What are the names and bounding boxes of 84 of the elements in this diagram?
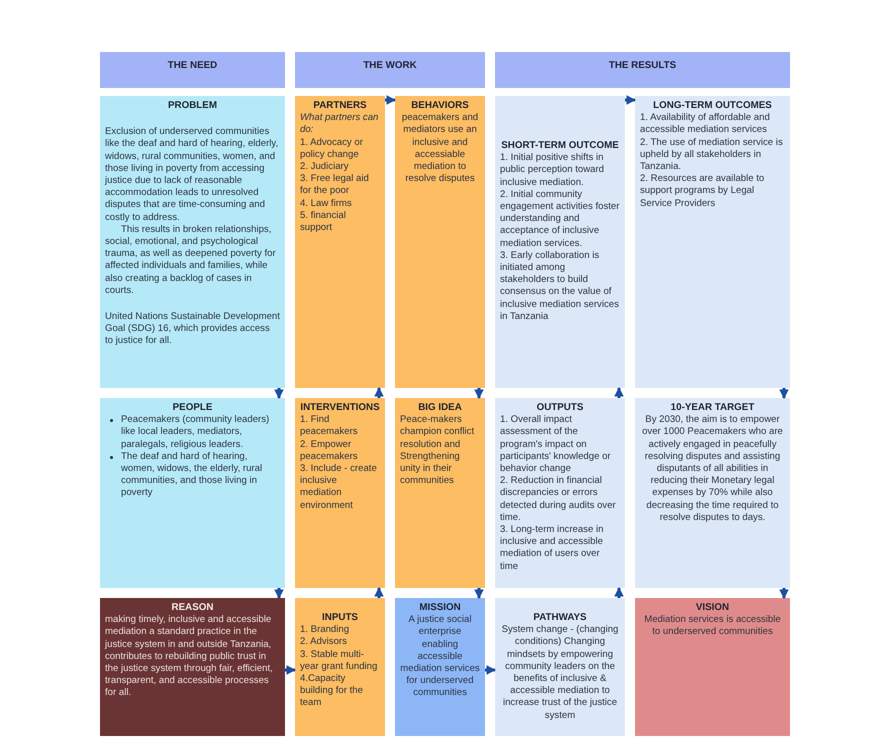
flow-arrow (614, 387, 624, 398)
flow-arrow (485, 665, 496, 675)
section-heading: PEOPLE (172, 402, 214, 414)
body-text: 2. The use of mediation service is upheld by all stakeholders in Tanzania. (640, 136, 784, 174)
body-text: 5. financial support (300, 210, 347, 234)
bullet-item: The deaf and hard of hearing, women, widows, the elderly, rural communities, and those living in poverty (121, 450, 262, 498)
section-heading: 10-YEAR TARGET (670, 402, 756, 414)
body-text: 2. Judiciary (300, 161, 350, 174)
column-header: THE WORK (363, 60, 417, 72)
body-text: 1. Branding (300, 624, 350, 636)
column-header-band (495, 52, 790, 88)
section-panel (495, 598, 625, 736)
body-text: 2. Resources are available to support programs by Legal Service Providers (640, 173, 766, 210)
section-heading: INPUTS (321, 612, 359, 624)
column-header: THE RESULTS (608, 60, 676, 72)
section-panel (100, 96, 285, 388)
flow-arrow (614, 587, 624, 598)
section-heading: SHORT-TERM OUTCOME (500, 140, 620, 152)
section-panel (635, 96, 790, 388)
section-panel (100, 398, 285, 588)
body-text: making timely, inclusive and accessible mediation a standard practice in the justice system in and outside Tanzania, contributes to rebuilding public trust in the justice system through fair, efficient, transparent, and accessible processes for all. (105, 614, 274, 700)
body-text: 1. Advocacy or policy change (300, 136, 364, 162)
body-text: Mediation services is accessible to underserved communities (643, 614, 782, 639)
section-heading: BIG IDEA (417, 402, 463, 414)
section-heading: VISION (694, 602, 730, 614)
section-heading: LONG-TERM OUTCOMES (652, 100, 773, 112)
flow-arrow (625, 95, 636, 105)
body-text: 1. Availability of affordable and accessible mediation services (640, 112, 771, 137)
flow-arrow (779, 588, 789, 599)
section-heading: MISSION (418, 602, 462, 614)
body-text: A justice social enterprise enabling accessible mediation services for underserved communities (400, 614, 480, 700)
column-header-band (295, 52, 485, 88)
body-text: 1. Find peacemakers (300, 414, 359, 439)
section-heading: BEHAVIORS (410, 100, 470, 112)
body-text: 3. Early collaboration is initiated among stakeholders to build consensus on the value of inclusive mediation services in Tanzania (500, 250, 620, 324)
section-heading: INTERVENTIONS (300, 402, 380, 414)
section-heading: REASON (170, 602, 214, 614)
flow-arrow (374, 387, 384, 398)
body-text: 2. Initial community engagement activities foster understanding and acceptance of inclusive mediation services. (500, 188, 620, 250)
flow-arrow (779, 388, 789, 399)
flow-arrow (385, 95, 396, 105)
section-heading: PROBLEM (167, 100, 218, 112)
flow-arrow (474, 388, 484, 399)
body-text: 2. Advisors (300, 636, 348, 649)
flow-arrow (474, 588, 484, 599)
section-heading: PATHWAYS (532, 612, 588, 624)
body-text: 4. Law firms (300, 198, 353, 210)
section-panel (100, 598, 285, 736)
section-panel (295, 96, 385, 388)
body-text: 1. Initial positive shifts in public perception toward inclusive mediation. (500, 152, 605, 189)
body-text: What partners can do: (300, 112, 380, 137)
section-panel (295, 598, 385, 736)
body-text: 1. Overall impact assessment of the program's impact on participants' knowledge or behavior change (500, 414, 612, 476)
body-text: 3. Long-term increase in inclusive and accessible mediation of users over time (500, 524, 604, 573)
section-panel (495, 398, 625, 588)
flow-arrow (285, 665, 296, 675)
section-panel (395, 398, 485, 588)
body-text: System change - (changing conditions) Changing mindsets by empowering community leaders on the benefits of inclusive & accessible mediation to increase trust of the justice system (500, 624, 620, 722)
section-panel (395, 598, 485, 736)
bullet-item: Peacemakers (community leaders) like local leaders, mediators, paralegals, religious leaders. (121, 414, 270, 450)
body-text: This results in broken relationships, social, emotional, and psychological trauma, as well as deepened poverty for affected individuals and families, while also creating a backlog of cases in courts. (105, 224, 277, 298)
section-panel (495, 96, 625, 388)
section-heading: PARTNERS (312, 100, 368, 112)
section-panel (295, 398, 385, 588)
body-text: By 2030, the aim is to empower over 1000 Peacemakers who are actively engaged in peacefully resolving disputes and assisting disputants of all abilities in reducing their Monetary legal expenses by 70% while also decreasing the time required to resolve disputes to days. (641, 414, 784, 524)
section-panel (635, 598, 790, 736)
flow-arrow (274, 588, 284, 599)
body-text: 2. Empower peacemakers (300, 438, 359, 464)
body-text: 2. Reduction in financial discrepancies or errors detected during audits over time. (500, 475, 617, 524)
body-text: United Nations Sustainable Development Goal (SDG) 16, which provides access to justice for all. (105, 311, 280, 348)
body-text: peacemakers and mediators use an inclusive and accessiable mediation to resolve disputes (400, 112, 480, 186)
column-header-band (100, 52, 285, 88)
section-heading: OUTPUTS (536, 402, 584, 414)
flow-arrow (274, 388, 284, 399)
body-text: 3. Stable multi-year grant funding (300, 648, 378, 674)
body-text: Exclusion of underserved communities like the deaf and hard of hearing, elderly, widows, rural communities, women, and those living in poverty from accessing justice due to lack of reasonable accommodation leads to unresolved disputes that are time-consuming and costly to address. (105, 126, 280, 224)
body-text: Peace-makers champion conflict resolution and Strengthening unity in their communities (400, 414, 476, 488)
section-panel (635, 398, 790, 588)
column-header: THE NEED (168, 60, 218, 72)
body-text: 3. Free legal aid for the poor (300, 173, 370, 198)
body-text: 3. Include - create inclusive mediation environment (300, 463, 378, 512)
section-panel (395, 96, 485, 388)
flow-arrow (374, 587, 384, 598)
body-text: 4.Capacity building for the team (300, 673, 364, 710)
